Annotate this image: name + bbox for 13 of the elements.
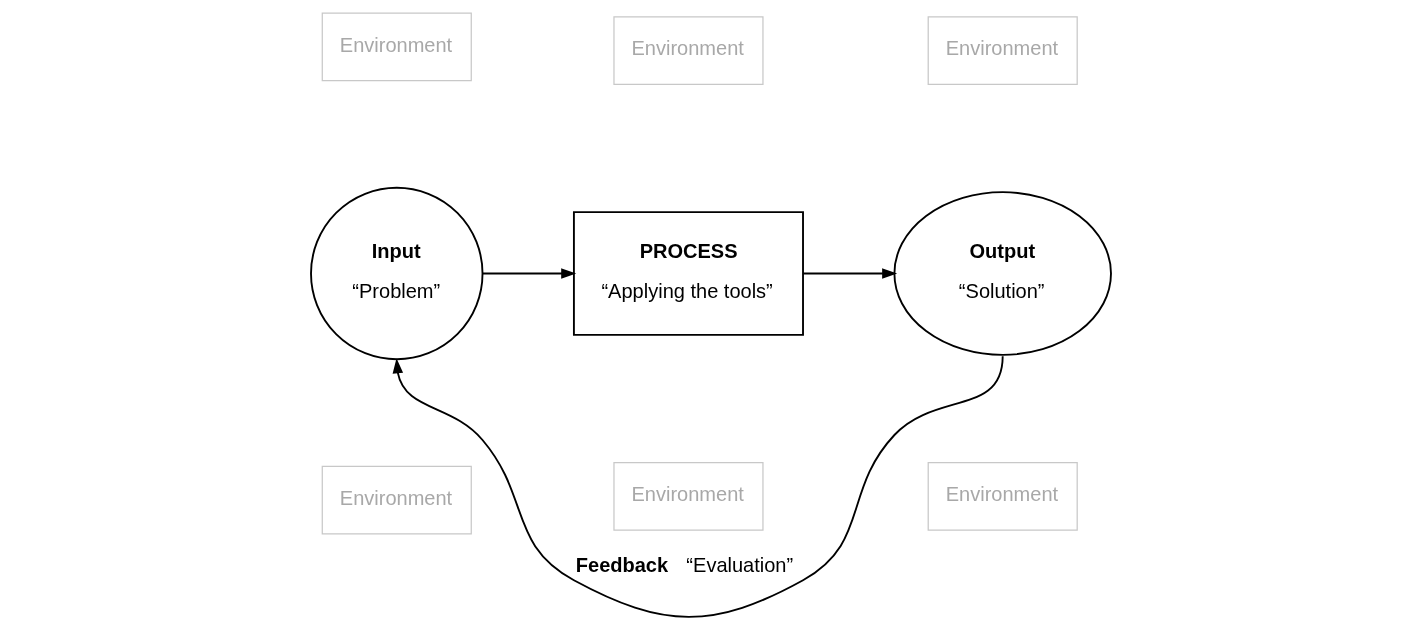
- node-box: Environment: [321, 12, 472, 82]
- node-box: Environment: [927, 461, 1078, 531]
- node-box: Environment: [613, 16, 764, 86]
- node-ellipse: Output “Solution”: [893, 191, 1112, 356]
- node-box: PROCESS “Applying the tools”: [572, 211, 804, 336]
- node-box: Environment: [927, 16, 1078, 86]
- edge-label: Feedback “Evaluation”: [575, 554, 794, 577]
- arrow: [802, 268, 898, 279]
- node-box: Environment: [321, 465, 472, 535]
- node-circle: Input “Problem”: [310, 186, 484, 361]
- arrow: [392, 355, 1004, 618]
- arrow: [481, 268, 577, 279]
- node-box: Environment: [613, 461, 764, 531]
